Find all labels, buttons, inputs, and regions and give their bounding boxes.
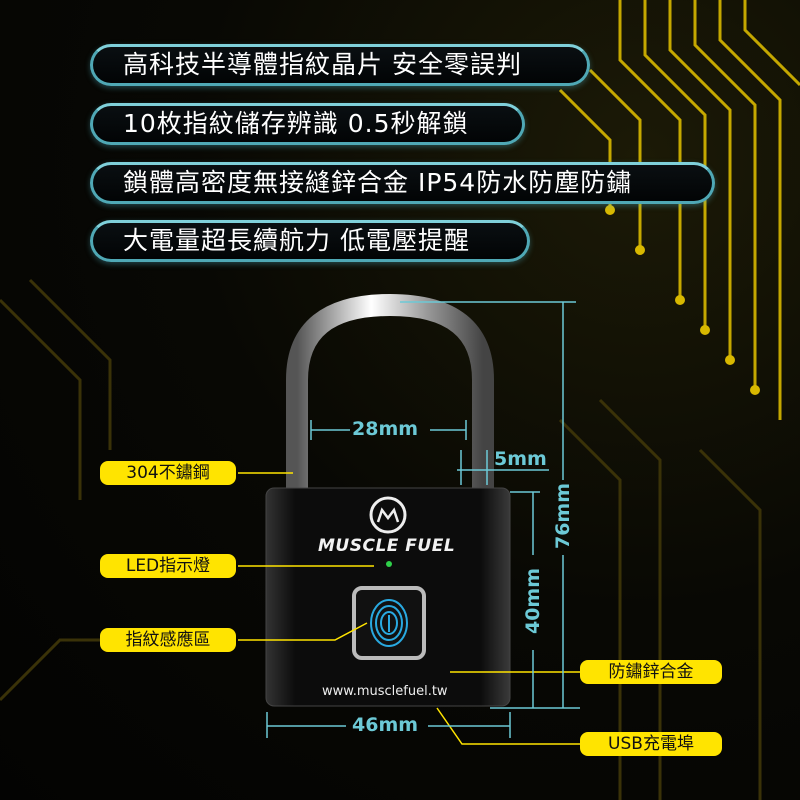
dim-inner-width: 28mm: [352, 418, 419, 440]
dim-body-height: 40mm: [522, 567, 545, 635]
feature-text: 大電量超長續航力 低電壓提醒: [123, 226, 470, 255]
feature-text: 鎖體高密度無接縫鋅合金 IP54防水防塵防鏽: [123, 168, 633, 197]
callout-shackle: 304不鏽鋼: [100, 461, 236, 485]
feature-pill: 高科技半導體指紋晶片 安全零誤判: [90, 44, 590, 86]
product-url: www.musclefuel.tw: [322, 684, 448, 699]
feature-pill: 鎖體高密度無接縫鋅合金 IP54防水防塵防鏽: [90, 162, 715, 204]
dim-total-height: 76mm: [552, 482, 575, 550]
brand-logo-icon: [369, 496, 407, 534]
feature-pill: 大電量超長續航力 低電壓提醒: [90, 220, 530, 262]
dim-body-width: 46mm: [352, 714, 419, 736]
feature-text: 高科技半導體指紋晶片 安全零誤判: [123, 50, 522, 79]
callout-usb: USB充電埠: [580, 732, 722, 756]
feature-pill: 10枚指紋儲存辨識 0.5秒解鎖: [90, 103, 525, 145]
fingerprint-icon: [370, 599, 408, 647]
brand-name: MUSCLE FUEL: [318, 536, 456, 556]
callout-led: LED指示燈: [100, 554, 236, 578]
callout-sensor: 指紋感應區: [100, 628, 236, 652]
callout-body: 防鏽鋅合金: [580, 660, 722, 684]
feature-text: 10枚指紋儲存辨識 0.5秒解鎖: [123, 109, 469, 138]
led-indicator: [386, 561, 392, 567]
shackle: [286, 293, 494, 490]
dim-shackle-diameter: 5mm: [494, 448, 547, 470]
